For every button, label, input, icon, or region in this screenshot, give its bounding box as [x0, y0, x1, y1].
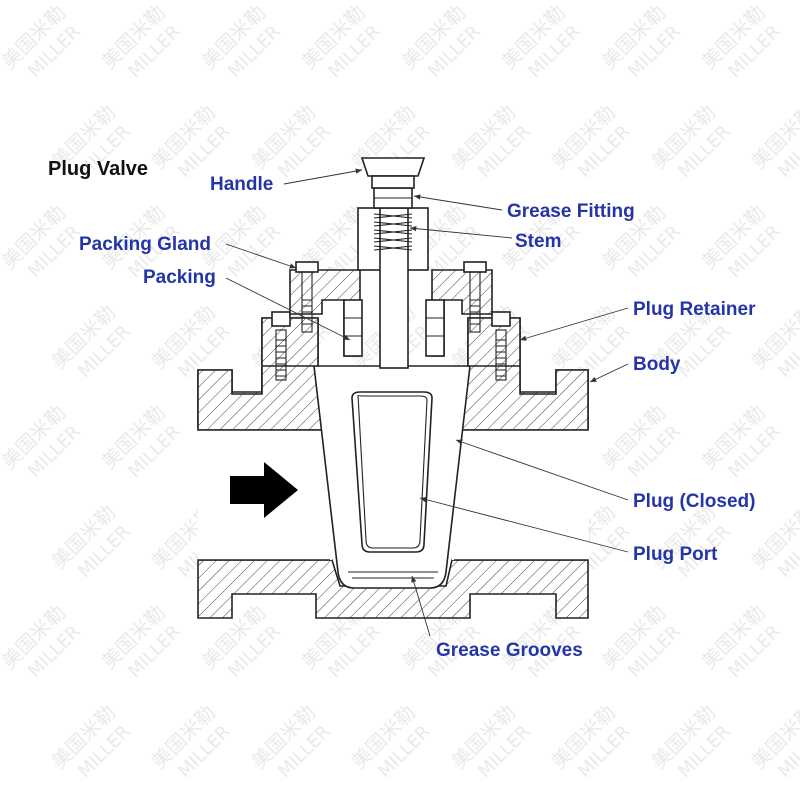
packing-gland — [289, 261, 493, 357]
label-plug-retainer: Plug Retainer — [633, 299, 756, 320]
label-grease-grooves: Grease Grooves — [436, 640, 583, 661]
diagram-title: Plug Valve — [48, 158, 148, 180]
label-handle: Handle — [210, 174, 273, 195]
flow-arrow — [230, 462, 298, 518]
plug — [313, 365, 471, 589]
grease-fitting — [373, 187, 413, 209]
stem — [357, 207, 429, 369]
label-body: Body — [633, 354, 681, 375]
label-plug-closed: Plug (Closed) — [633, 491, 755, 512]
packing — [343, 299, 445, 357]
label-grease-fitting: Grease Fitting — [507, 201, 635, 222]
plug-retainer — [261, 311, 521, 381]
label-stem: Stem — [515, 231, 561, 252]
leader-lines — [225, 168, 629, 637]
label-packing-gland: Packing Gland — [79, 234, 211, 255]
label-packing: Packing — [143, 267, 216, 288]
label-plug-port: Plug Port — [633, 544, 718, 565]
handle — [360, 157, 426, 189]
